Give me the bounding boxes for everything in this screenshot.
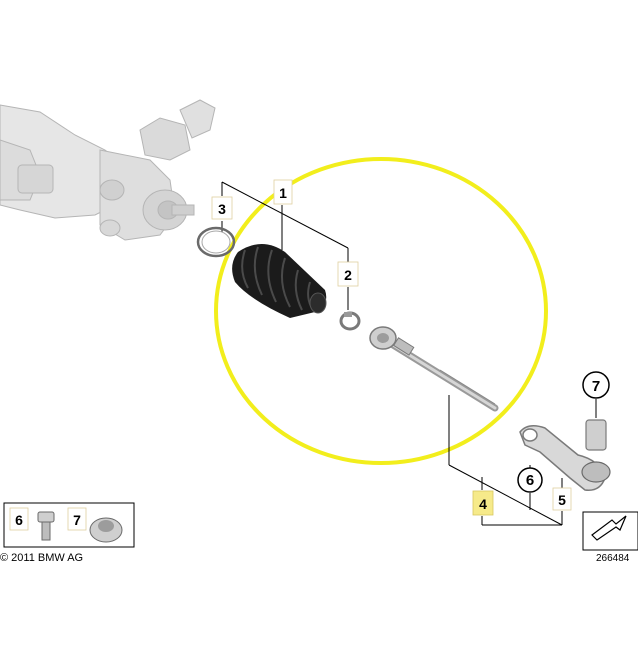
hose-clamp-part [339,311,361,331]
copyright-text: © 2011 BMW AG [0,552,84,564]
svg-text:5: 5 [558,492,566,508]
svg-text:7: 7 [73,512,81,528]
callout-4: 4 [472,490,494,516]
svg-text:1: 1 [279,185,287,201]
callout-6: 6 [517,467,543,493]
highlight-ring [214,157,548,465]
callout-7: 7 [582,371,610,399]
circlip-part [196,226,236,258]
svg-text:4: 4 [479,496,487,512]
callout-3: 3 [211,196,233,220]
legend-item-6: 6 7 [3,502,135,548]
svg-text:7: 7 [592,378,600,395]
svg-text:3: 3 [218,201,226,217]
nut-icon [89,517,123,543]
callout-2: 2 [337,261,359,287]
callout-1: 1 [273,179,293,205]
tie-rod-part [369,326,499,412]
callout-5: 5 [552,487,572,511]
svg-text:2: 2 [344,267,352,283]
tie-rod-end-part [519,419,611,491]
bolt-icon [37,511,55,541]
steering-gear-housing [0,99,216,241]
diagram-id: 266484 [596,553,630,564]
bellows-boot-part [232,244,327,318]
view-arrow-box [582,511,638,551]
svg-text:6: 6 [526,472,534,489]
svg-text:6: 6 [15,512,23,528]
leader-lines [221,181,597,526]
